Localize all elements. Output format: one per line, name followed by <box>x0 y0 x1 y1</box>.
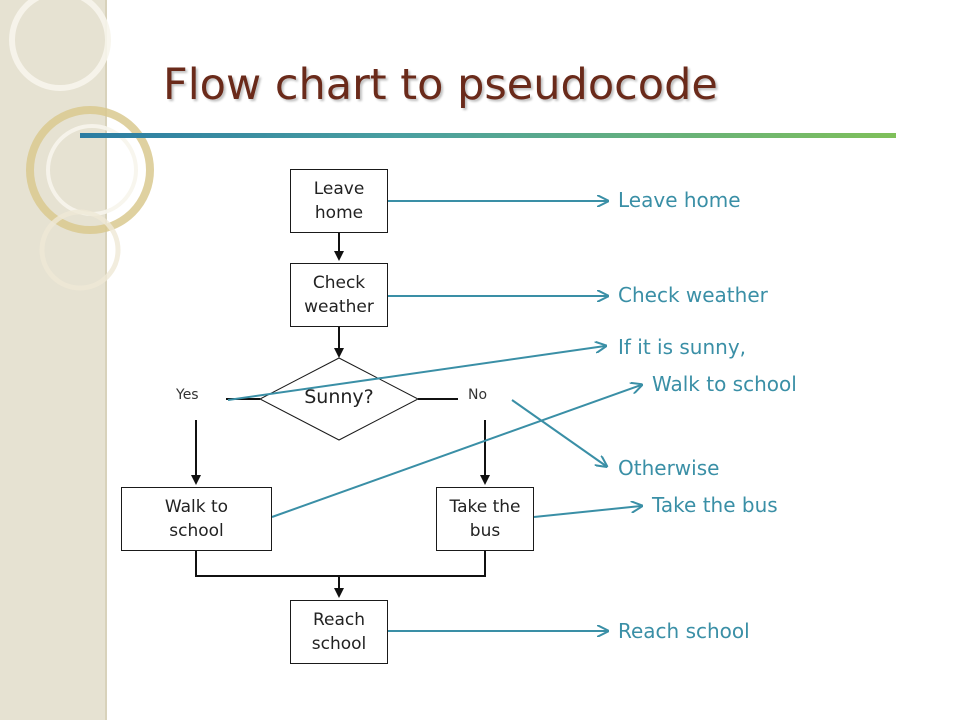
pseudo-reach-school: Reach school <box>618 619 750 643</box>
title-accent-bar <box>80 133 896 138</box>
slide-title: Flow chart to pseudocode <box>163 60 718 110</box>
flowchart-take-the-bus-label: Take the bus <box>449 497 521 541</box>
flowchart-leave-home-label: Leave home <box>313 179 365 223</box>
pseudo-if-sunny: If it is sunny, <box>618 335 747 359</box>
flowchart-reach-school: Reach school <box>290 600 388 664</box>
sidebar-edge <box>105 0 107 720</box>
pseudo-walk-to-school: Walk to school <box>652 372 797 396</box>
map-take-the-bus <box>533 506 641 518</box>
flowchart-check-weather: Check weather <box>290 263 388 327</box>
map-otherwise <box>511 399 606 466</box>
no-label: No <box>468 387 488 403</box>
yes-label: Yes <box>176 387 199 403</box>
flowchart-walk-to-school-label: Walk to school <box>164 497 229 541</box>
pseudo-otherwise: Otherwise <box>618 456 720 480</box>
flowchart-check-weather-label: Check weather <box>304 273 374 317</box>
pseudo-take-the-bus: Take the bus <box>652 493 778 517</box>
map-walk-to-school <box>271 385 641 518</box>
flowchart-take-the-bus: Take the bus <box>436 487 534 551</box>
flowchart-walk-to-school: Walk to school <box>121 487 272 551</box>
map-if-sunny <box>227 346 605 401</box>
flowchart-leave-home: Leave home <box>290 169 388 233</box>
flowchart-decision-label: Sunny? <box>304 386 374 408</box>
pseudo-leave-home: Leave home <box>618 188 741 212</box>
pseudo-check-weather: Check weather <box>618 283 768 307</box>
decorative-rings <box>9 0 154 291</box>
merge-line <box>195 551 486 577</box>
flowchart-reach-school-label: Reach school <box>311 610 367 654</box>
